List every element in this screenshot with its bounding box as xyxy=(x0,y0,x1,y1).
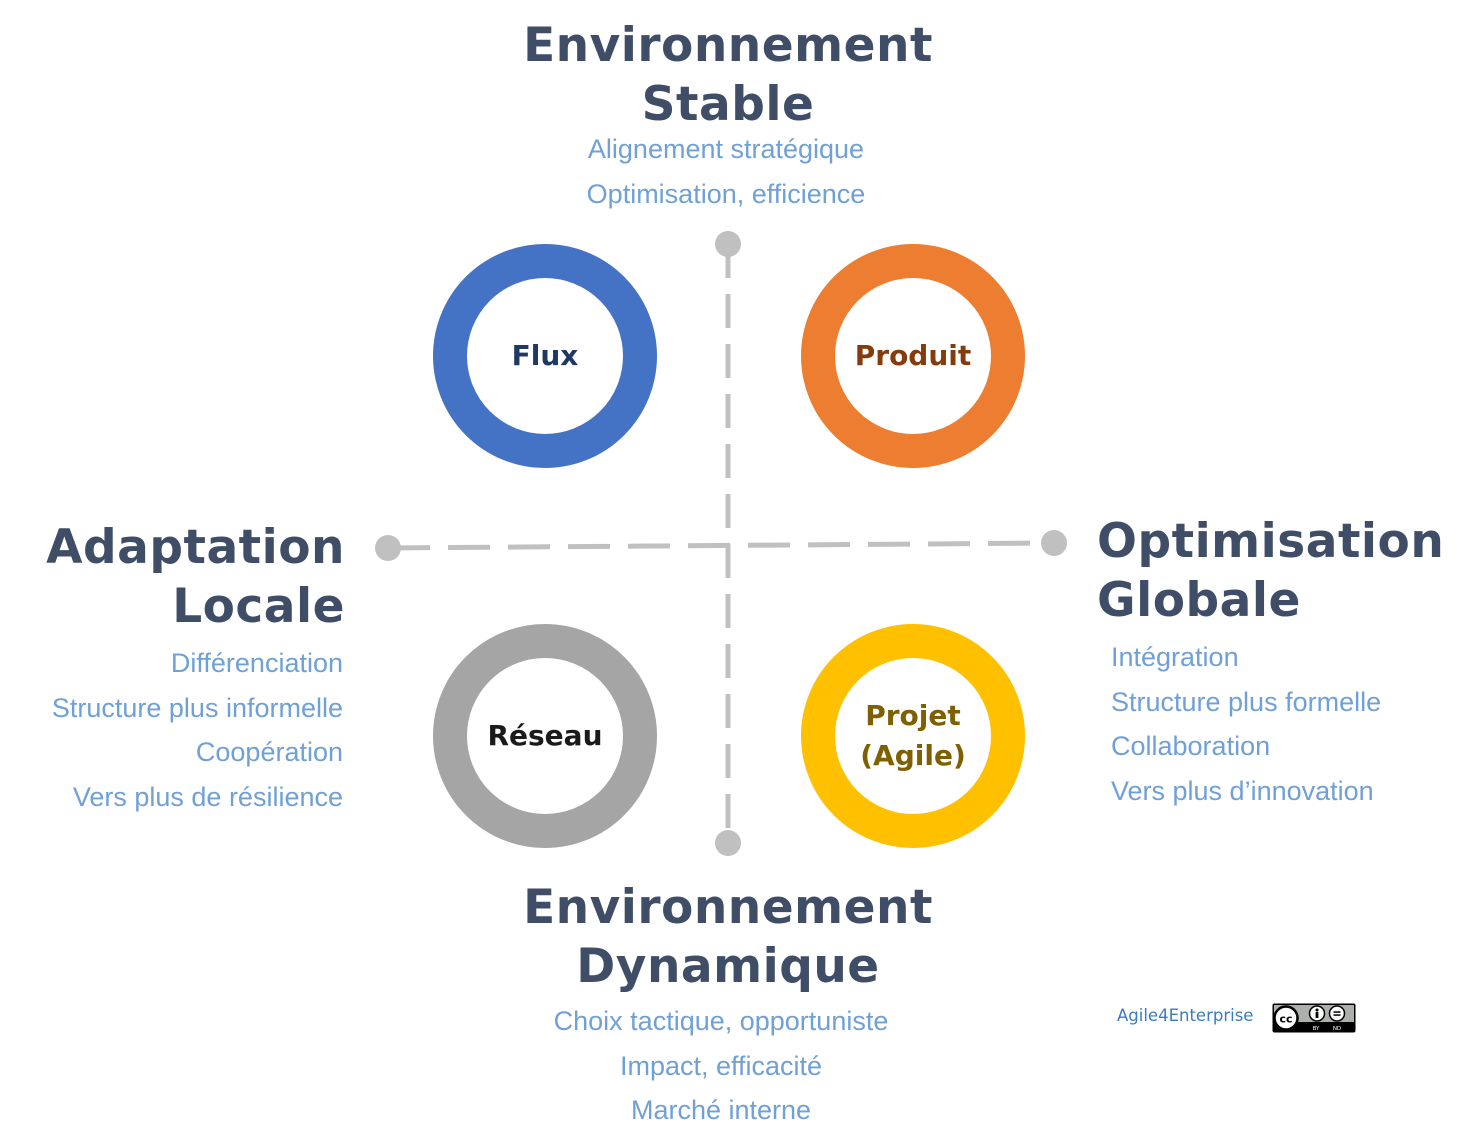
pole-bottom-title-line-1: Environnement xyxy=(523,880,933,935)
quadrant-ring-projet: Projet (Agile) xyxy=(801,624,1025,848)
pole-left-title-line-1: Adaptation xyxy=(46,520,345,575)
pole-right-item: Structure plus formelle xyxy=(1111,686,1382,717)
axis-endpoint-top xyxy=(715,231,741,257)
pole-top-title: Environnement Stable xyxy=(478,16,978,134)
pole-right-items: Intégration Structure plus formelle Coll… xyxy=(1111,635,1451,813)
quadrant-ring-reseau: Réseau xyxy=(433,624,657,848)
quadrant-label-flux: Flux xyxy=(511,339,579,372)
pole-bottom-item: Impact, efficacité xyxy=(619,1050,823,1081)
pole-right-title-line-2: Globale xyxy=(1097,573,1301,628)
pole-right-item: Vers plus d’innovation xyxy=(1111,775,1374,806)
pole-bottom-item: Choix tactique, opportuniste xyxy=(553,1006,889,1036)
pole-left-item: Différenciation xyxy=(170,648,343,678)
axis-endpoint-right xyxy=(1041,530,1067,556)
pole-bottom-items: Choix tactique, opportuniste Impact, eff… xyxy=(471,999,971,1133)
pole-left-title-line-2: Locale xyxy=(172,579,345,634)
quadrant-label-projet: Projet (Agile) xyxy=(860,699,966,772)
pole-left-item: Structure plus informelle xyxy=(51,692,343,723)
pole-right-item: Intégration xyxy=(1111,642,1239,672)
quadrant-ring-produit: Produit xyxy=(801,244,1025,468)
quadrant-ring-flux: Flux xyxy=(433,244,657,468)
pole-left-item: Vers plus de résilience xyxy=(72,781,343,812)
pole-top-items: Alignement stratégique Optimisation, eff… xyxy=(476,127,976,216)
axis-endpoint-bottom xyxy=(715,830,741,856)
pole-top-title-line-1: Environnement xyxy=(523,18,933,73)
pole-top-title-line-2: Stable xyxy=(641,77,815,132)
svg-text:cc: cc xyxy=(1279,1013,1292,1026)
quadrant-label-reseau: Réseau xyxy=(487,719,603,752)
credit-text: Agile4Enterprise xyxy=(1117,1006,1254,1025)
pole-left-title: Adaptation Locale xyxy=(20,518,345,636)
svg-text:ND: ND xyxy=(1333,1026,1341,1032)
quadrant-label-produit: Produit xyxy=(854,339,972,372)
pole-top-item: Optimisation, efficience xyxy=(586,178,866,209)
cc-by-nd-badge-icon: cc BY ND xyxy=(1272,1003,1356,1033)
pole-left-item: Coopération xyxy=(195,737,343,767)
pole-bottom-title: Environnement Dynamique xyxy=(478,878,978,996)
pole-bottom-item: Marché interne xyxy=(630,1095,812,1125)
horizontal-axis xyxy=(387,540,1055,551)
svg-text:BY: BY xyxy=(1313,1026,1320,1032)
pole-bottom-title-line-2: Dynamique xyxy=(576,939,880,994)
pole-right-title-line-1: Optimisation xyxy=(1097,514,1445,569)
pole-right-item: Collaboration xyxy=(1111,731,1271,761)
axis-endpoint-left xyxy=(375,535,401,561)
pole-right-title: Optimisation Globale xyxy=(1097,512,1457,630)
pole-top-item: Alignement stratégique xyxy=(587,134,865,164)
pole-left-items: Différenciation Structure plus informell… xyxy=(10,641,343,819)
